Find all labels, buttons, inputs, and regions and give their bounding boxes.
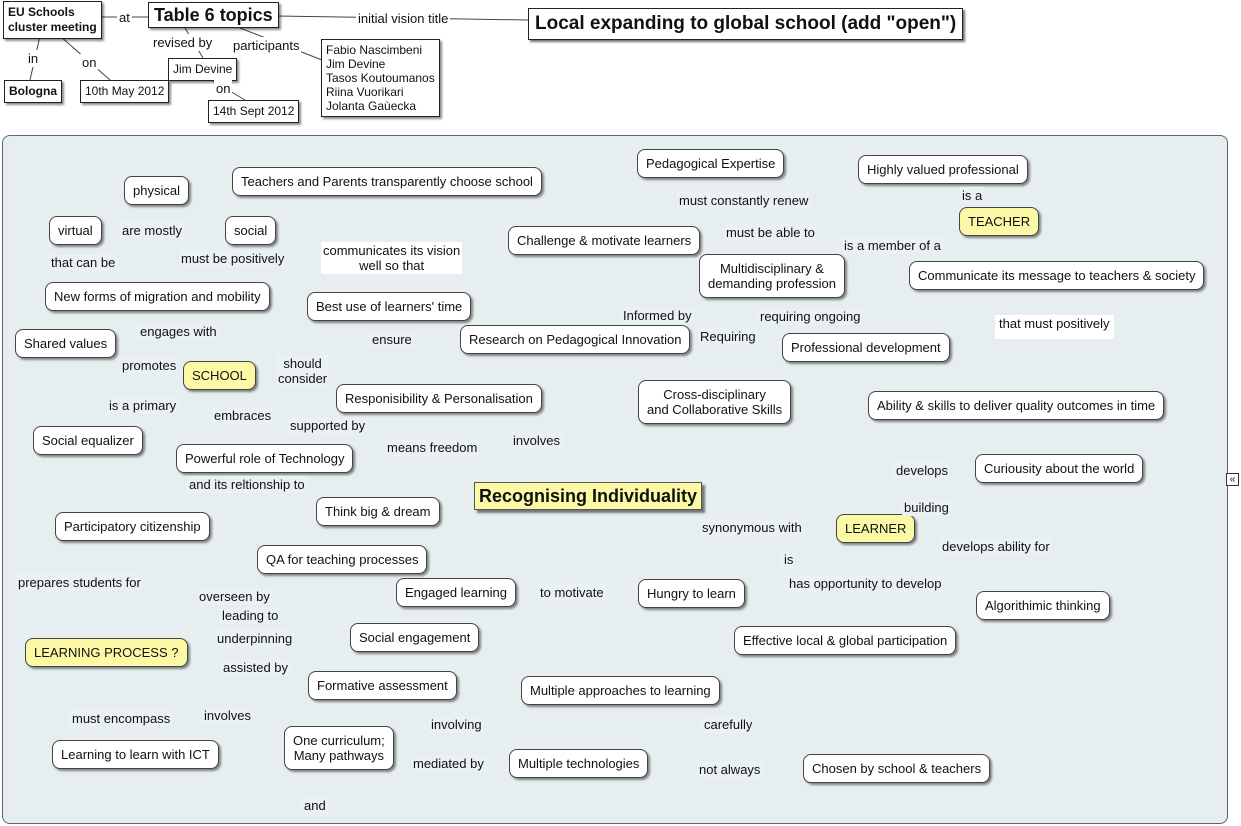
communicate-node[interactable]: Communicate its message to teachers & so… — [909, 261, 1205, 290]
teacher-node[interactable]: TEACHER — [959, 207, 1040, 236]
link-that-must-positively: that must positively — [995, 315, 1114, 339]
link-in: in — [26, 50, 41, 67]
teachers-parents-node[interactable]: Teachers and Parents transparently choos… — [232, 167, 542, 196]
link-embraces: embraces — [212, 407, 274, 424]
curiosity-node[interactable]: Curiousity about the world — [975, 454, 1144, 483]
think-big-node[interactable]: Think big & dream — [316, 497, 440, 526]
link-must-be-able-to: must be able to — [724, 224, 817, 241]
link-is: is — [782, 551, 796, 568]
link-requiring: Requiring — [698, 328, 758, 345]
link-involving: involving — [429, 716, 484, 733]
shared-values-node[interactable]: Shared values — [15, 329, 117, 358]
qa-node[interactable]: QA for teaching processes — [257, 545, 428, 574]
link-supported-by: supported by — [288, 417, 368, 434]
link-participants: participants — [231, 37, 302, 54]
social-node[interactable]: social — [225, 216, 277, 245]
link-prepares-students: prepares students for — [16, 574, 143, 591]
link-to-motivate: to motivate — [538, 584, 606, 601]
multidisciplinary-node[interactable]: Multidisciplinary & demanding profession — [699, 254, 845, 298]
link-building: building — [902, 499, 951, 516]
reviser-node[interactable]: Jim Devine — [168, 58, 238, 81]
link-on-2: on — [214, 80, 233, 97]
link-must-encompass: must encompass — [70, 710, 173, 727]
link-at: at — [117, 9, 132, 26]
link-requiring-ongoing: requiring ongoing — [758, 308, 863, 325]
revision-date-node[interactable]: 14th Sept 2012 — [208, 100, 300, 123]
link-on-1: on — [80, 54, 99, 71]
formative-assessment-node[interactable]: Formative assessment — [308, 671, 457, 700]
link-that-can-be: that can be — [49, 254, 118, 271]
participatory-citizenship-node[interactable]: Participatory citizenship — [55, 512, 210, 541]
algorithmic-thinking-node[interactable]: Algorithimic thinking — [976, 591, 1110, 620]
link-synonymous-with: synonymous with — [700, 519, 804, 536]
new-forms-node[interactable]: New forms of migration and mobility — [45, 282, 270, 311]
link-revised-by: revised by — [151, 34, 215, 51]
engaged-learning-node[interactable]: Engaged learning — [396, 578, 516, 607]
link-promotes: promotes — [120, 357, 179, 374]
link-involves-main: involves — [511, 432, 562, 449]
chosen-by-node[interactable]: Chosen by school & teachers — [803, 754, 991, 783]
link-must-be-positively: must be positively — [179, 250, 287, 267]
school-node[interactable]: SCHOOL — [183, 361, 256, 390]
recognising-individuality-node[interactable]: Recognising Individuality — [474, 482, 703, 510]
link-is-member-of: is a member of a — [842, 237, 943, 254]
link-mediated-by: mediated by — [411, 755, 486, 772]
learning-ict-node[interactable]: Learning to learn with ICT — [52, 740, 219, 769]
link-carefully: carefully — [702, 716, 755, 733]
learner-node[interactable]: LEARNER — [836, 514, 916, 543]
vision-title-node[interactable]: Local expanding to global school (add "o… — [528, 8, 964, 40]
one-curriculum-node[interactable]: One curriculum; Many pathways — [284, 726, 394, 770]
link-has-opportunity: has opportunity to develop — [787, 575, 944, 592]
link-involves-lp: involves — [202, 707, 253, 724]
link-and: and — [302, 797, 328, 814]
link-overseen-by: overseen by — [197, 588, 272, 605]
effective-participation-node[interactable]: Effective local & global participation — [734, 626, 957, 655]
pedagogical-expertise-node[interactable]: Pedagogical Expertise — [637, 149, 785, 178]
link-underpinning: underpinning — [215, 630, 295, 647]
link-assisted-by: assisted by — [221, 659, 291, 676]
virtual-node[interactable]: virtual — [49, 216, 102, 245]
learning-process-node[interactable]: LEARNING PROCESS ? — [25, 638, 188, 667]
responsibility-node[interactable]: Responisibility & Personalisation — [336, 384, 542, 413]
link-develops-ability-for: develops ability for — [940, 538, 1052, 555]
link-are-mostly: are mostly — [120, 222, 184, 239]
link-engages-with: engages with — [138, 323, 219, 340]
link-means-freedom: means freedom — [385, 439, 480, 456]
social-equalizer-node[interactable]: Social equalizer — [33, 426, 143, 455]
challenge-node[interactable]: Challenge & motivate learners — [508, 226, 701, 255]
ability-skills-node[interactable]: Ability & skills to deliver quality outc… — [868, 391, 1165, 420]
meeting-node[interactable]: EU Schools cluster meeting — [3, 1, 102, 39]
participants-node[interactable]: Fabio Nascimbeni Jim Devine Tasos Koutou… — [321, 39, 440, 117]
cross-disciplinary-node[interactable]: Cross-disciplinary and Collaborative Ski… — [638, 380, 792, 424]
location-node[interactable]: Bologna — [4, 80, 62, 103]
link-develops: develops — [894, 462, 951, 479]
physical-node[interactable]: physical — [124, 176, 189, 205]
link-informed-by: Informed by — [621, 307, 694, 324]
highly-valued-node[interactable]: Highly valued professional — [858, 155, 1028, 184]
link-should-consider: should consider — [276, 355, 330, 387]
powerful-technology-node[interactable]: Powerful role of Technology — [176, 444, 354, 473]
multiple-technologies-node[interactable]: Multiple technologies — [509, 749, 649, 778]
research-node[interactable]: Research on Pedagogical Innovation — [460, 325, 691, 354]
topic-node[interactable]: Table 6 topics — [148, 2, 279, 28]
link-ensure: ensure — [370, 331, 414, 348]
link-communicates-vision: communicates its vision well so that — [321, 242, 463, 274]
link-is-a-primary: is a primary — [107, 397, 179, 414]
link-and-relationship: and its reltionship to — [187, 476, 307, 493]
hungry-to-learn-node[interactable]: Hungry to learn — [638, 579, 745, 608]
date-node[interactable]: 10th May 2012 — [80, 80, 170, 103]
professional-development-node[interactable]: Professional development — [782, 333, 950, 362]
social-engagement-node[interactable]: Social engagement — [350, 623, 480, 652]
collapse-panel-icon[interactable]: « — [1226, 473, 1239, 486]
link-not-always: not always — [697, 761, 763, 778]
link-must-constantly-renew: must constantly renew — [677, 192, 811, 209]
multiple-approaches-node[interactable]: Multiple approaches to learning — [521, 676, 720, 705]
link-leading-to: leading to — [220, 607, 281, 624]
link-initial-vision-title: initial vision title — [356, 10, 451, 27]
best-use-node[interactable]: Best use of learners' time — [307, 292, 472, 321]
link-is-a: is a — [960, 187, 985, 204]
